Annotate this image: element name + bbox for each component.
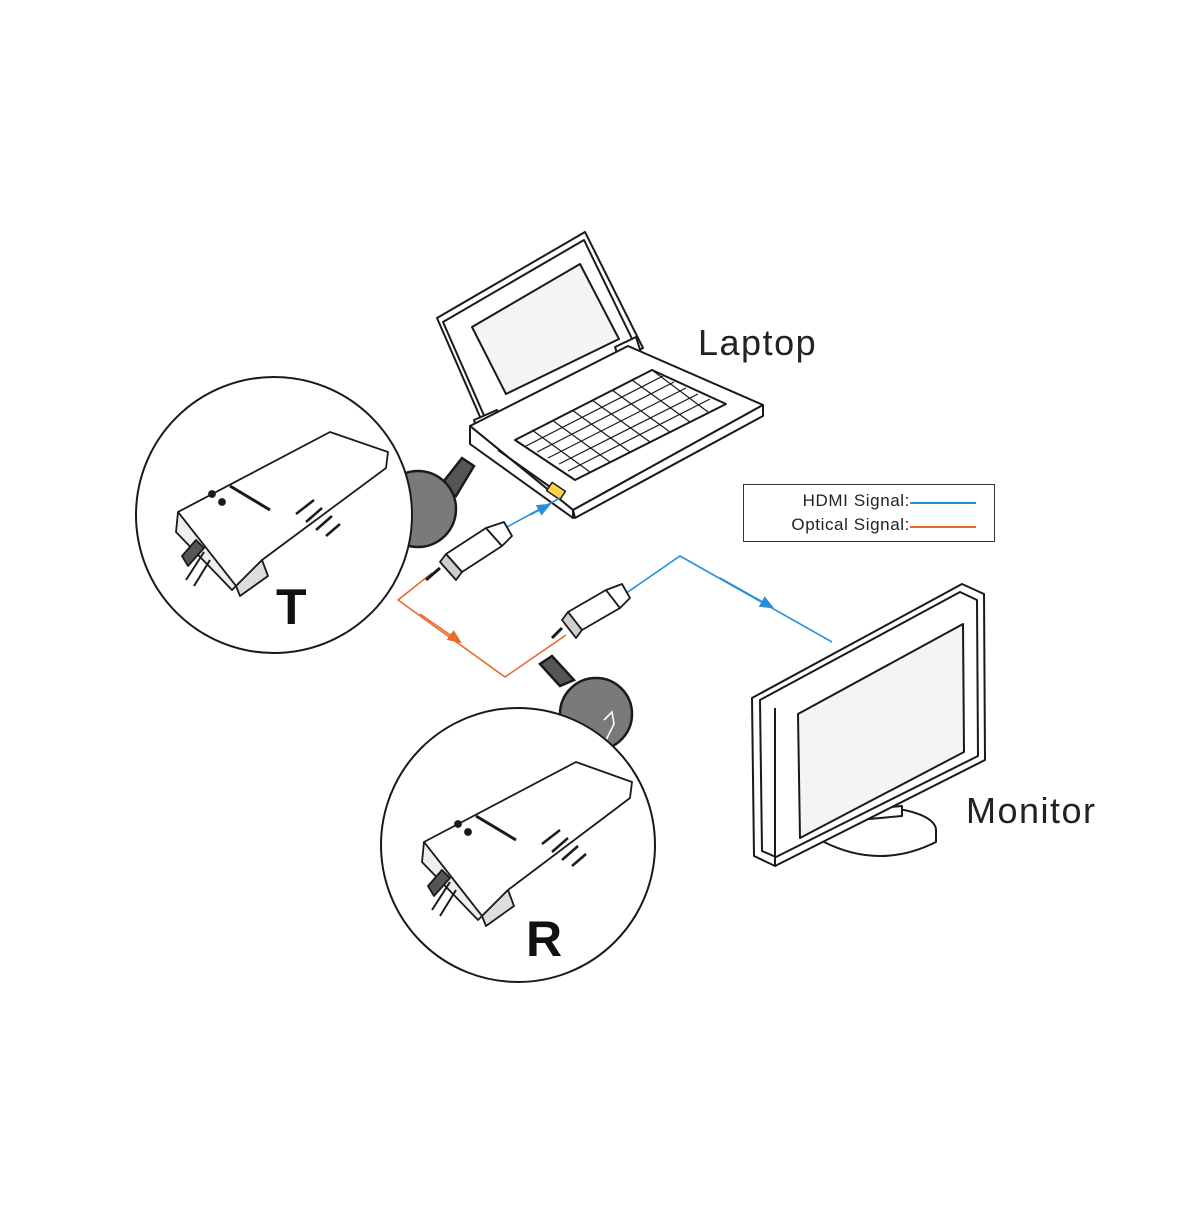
monitor-label: Monitor bbox=[966, 790, 1097, 831]
legend-hdmi-line bbox=[910, 502, 976, 504]
signal-legend: HDMI Signal: Optical Signal: bbox=[743, 484, 995, 542]
laptop-label: Laptop bbox=[698, 322, 818, 363]
legend-optical-label: Optical Signal: bbox=[791, 515, 910, 534]
zoom-circle-r bbox=[380, 707, 656, 983]
transmitter-module bbox=[425, 521, 513, 582]
legend-optical-line bbox=[910, 526, 976, 528]
legend-row-hdmi: HDMI Signal: bbox=[744, 491, 994, 513]
monitor-illustration bbox=[751, 583, 986, 867]
receiver-module bbox=[550, 583, 631, 640]
legend-hdmi-label: HDMI Signal: bbox=[802, 491, 910, 510]
receiver-label: R bbox=[526, 911, 563, 967]
transmitter-label: T bbox=[276, 579, 307, 635]
zoom-circle-t bbox=[135, 376, 413, 654]
laptop-illustration bbox=[436, 231, 764, 519]
optical-signal-path bbox=[396, 572, 567, 678]
legend-row-optical: Optical Signal: bbox=[744, 515, 994, 537]
hdmi-signal-path bbox=[497, 497, 833, 643]
